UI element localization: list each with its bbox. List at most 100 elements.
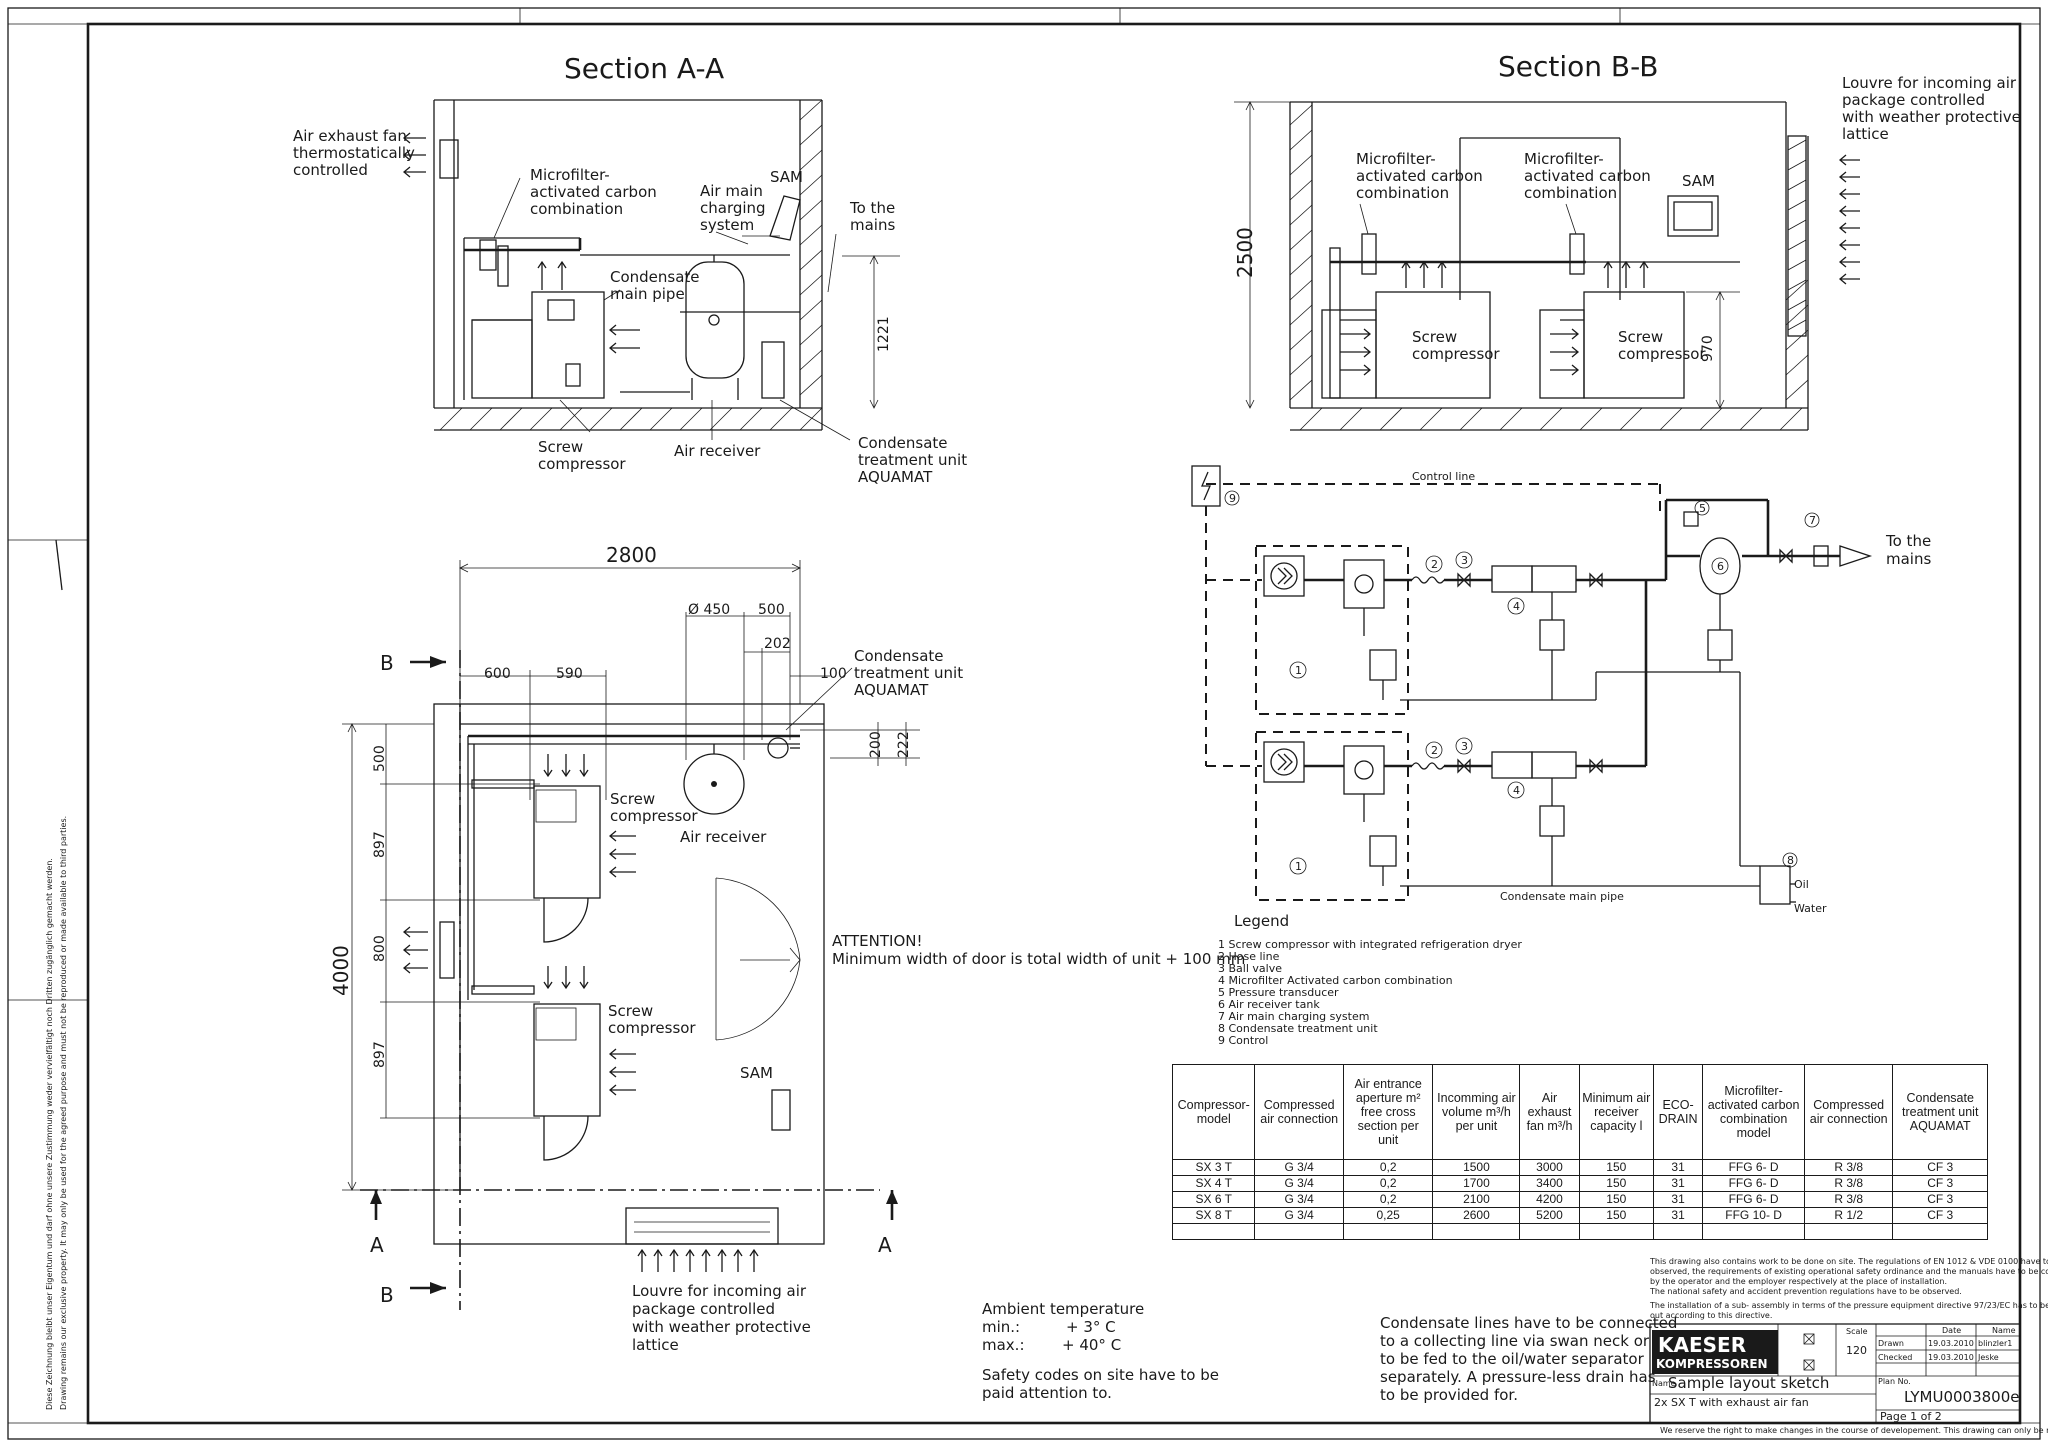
- attention-title: ATTENTION!: [832, 932, 922, 950]
- fine-print-5: The installation of a sub- assembly in t…: [1649, 1301, 2048, 1310]
- num-4-a: 4: [1513, 600, 1520, 613]
- microfilter-a-label-3: combination: [530, 200, 623, 218]
- table-cell: 1700: [1432, 1175, 1521, 1192]
- table-row-empty: [1171, 1223, 1988, 1240]
- legend-item-2: 2 Hose line: [1218, 950, 1280, 963]
- screw-compressor-plan1-1: Screw: [610, 790, 655, 808]
- plan-dim-500-left: 500: [372, 745, 388, 772]
- flow-schematic: 9 Control line 1: [1191, 465, 1931, 915]
- plan-dim-202: 202: [764, 636, 791, 652]
- plan-dim-4000: 4000: [329, 945, 353, 996]
- margin-note: Diese Zeichnung bleibt unser Eigentum un…: [45, 816, 68, 1410]
- plan-dim-897-a: 897: [372, 831, 388, 858]
- checked-label: Checked: [1878, 1353, 1912, 1362]
- plan-no-value: LYMU0003800e: [1904, 1388, 2019, 1406]
- checked-name: Jeske: [1977, 1353, 1999, 1362]
- sam-plan-label: SAM: [740, 1064, 773, 1082]
- section-b-dim-2500: 2500: [1233, 227, 1257, 278]
- table-cell: CF 3: [1892, 1159, 1988, 1176]
- num-2-b: 2: [1431, 744, 1438, 757]
- num-9: 9: [1229, 492, 1236, 505]
- section-a-title: Section A-A: [564, 52, 724, 85]
- louvre-b-1: Louvre for incoming air: [1842, 74, 2017, 92]
- condensate-pipe-a-2: main pipe: [610, 285, 685, 303]
- table-cell: 0,2: [1342, 1191, 1434, 1208]
- condensate-unit-a-3: AQUAMAT: [858, 468, 933, 486]
- ambient-max-value: + 40° C: [1062, 1336, 1121, 1354]
- drawing-subtitle: 2x SX T with exhaust air fan: [1654, 1396, 1809, 1409]
- num-3-b: 3: [1461, 740, 1468, 753]
- fine-print-3: by the operator and the employer respect…: [1650, 1277, 1947, 1286]
- ambient-title: Ambient temperature: [982, 1300, 1144, 1318]
- condensate-unit-plan-2: treatment unit: [854, 664, 963, 682]
- microfilter-b1-1: Microfilter-: [1356, 150, 1436, 168]
- table-cell: FFG 10- D: [1702, 1207, 1806, 1224]
- screw-compressor-a-2: compressor: [538, 455, 626, 473]
- num-4-b: 4: [1513, 784, 1520, 797]
- table-cell-empty: [1342, 1223, 1434, 1240]
- to-mains-schem-1: To the: [1885, 532, 1931, 550]
- legend-item-1: 1 Screw compressor with integrated refri…: [1218, 938, 1522, 951]
- microfilter-a-label-1: Microfilter-: [530, 166, 610, 184]
- scale-value: 120: [1846, 1344, 1867, 1357]
- table-cell: 0,2: [1342, 1175, 1434, 1192]
- legend-item-9: 9 Control: [1218, 1034, 1268, 1047]
- to-mains-a-1: To the: [849, 199, 895, 217]
- microfilter-b1-3: combination: [1356, 184, 1449, 202]
- plan-marker-b-top: B: [380, 651, 394, 675]
- microfilter-a-label-2: activated carbon: [530, 183, 657, 201]
- num-6: 6: [1717, 560, 1724, 573]
- condensate-unit-a-1: Condensate: [858, 434, 948, 452]
- condensate-note-4: separately. A pressure-less drain has: [1380, 1368, 1656, 1386]
- table-cell: 2600: [1432, 1207, 1521, 1224]
- fine-print-6: out according to this directive.: [1650, 1311, 1772, 1320]
- control-line-label: Control line: [1412, 470, 1475, 483]
- table-cell: FFG 6- D: [1702, 1159, 1806, 1176]
- table-cell: G 3/4: [1254, 1159, 1344, 1176]
- safety-note-1: Safety codes on site have to be: [982, 1366, 1219, 1384]
- section-a-dim-1221: 1221: [876, 316, 892, 352]
- louvre-plan-2: package controlled: [632, 1300, 775, 1318]
- compressor-spec-table: Compressor-model Compressed air connecti…: [1171, 1064, 1988, 1240]
- table-cell: R 3/8: [1804, 1191, 1894, 1208]
- num-2-a: 2: [1431, 558, 1438, 571]
- table-cell: 2100: [1432, 1191, 1521, 1208]
- table-cell: 150: [1578, 1207, 1654, 1224]
- table-cell-empty: [1804, 1223, 1894, 1240]
- table-row: SX 6 T G 3/4 0,2 2100 4200 150 31 FFG 6-…: [1171, 1191, 1988, 1208]
- exhaust-fan-label-2: thermostatically: [293, 144, 415, 162]
- section-b-dim-970: 970: [1700, 335, 1716, 362]
- num-8: 8: [1787, 854, 1794, 867]
- condensate-note-5: to be provided for.: [1380, 1386, 1518, 1404]
- table-cell: 31: [1652, 1159, 1704, 1176]
- plan-no-label: Plan No.: [1878, 1377, 1911, 1386]
- table-cell: 31: [1652, 1175, 1704, 1192]
- table-cell-empty: [1652, 1223, 1704, 1240]
- attention-text: Minimum width of door is total width of …: [832, 950, 1245, 968]
- scale-label: Scale: [1846, 1327, 1868, 1336]
- table-cell: CF 3: [1892, 1175, 1988, 1192]
- screw-compressor-b2-2: compressor: [1618, 345, 1706, 363]
- table-row: SX 3 T G 3/4 0,2 1500 3000 150 31 FFG 6-…: [1171, 1159, 1988, 1176]
- plan-dim-500-top: 500: [758, 602, 785, 618]
- microfilter-b1-2: activated carbon: [1356, 167, 1483, 185]
- exhaust-fan-label-3: controlled: [293, 161, 368, 179]
- num-1-b: 1: [1295, 860, 1302, 873]
- ambient-max-label: max.:: [982, 1336, 1025, 1354]
- screw-compressor-b1-2: compressor: [1412, 345, 1500, 363]
- plan-dim-200: 200: [868, 731, 884, 758]
- table-cell: 0,25: [1342, 1207, 1434, 1224]
- table-header: Compressed air connection: [1254, 1064, 1344, 1160]
- table-cell: 3400: [1519, 1175, 1580, 1192]
- table-cell: G 3/4: [1254, 1191, 1344, 1208]
- table-cell: 31: [1652, 1207, 1704, 1224]
- microfilter-b2-3: combination: [1524, 184, 1617, 202]
- table-header: Air entrance aperture m² free cross sect…: [1342, 1064, 1434, 1160]
- condensate-note-1: Condensate lines have to be connected: [1380, 1314, 1677, 1332]
- legend-item-6: 6 Air receiver tank: [1218, 998, 1320, 1011]
- condensate-note-2: to a collecting line via swan neck or ar…: [1380, 1332, 1678, 1350]
- air-main-label-2: charging: [700, 199, 766, 217]
- date-label: Date: [1942, 1326, 1961, 1335]
- table-cell: SX 8 T: [1171, 1207, 1256, 1224]
- sam-a-label: SAM: [770, 168, 803, 186]
